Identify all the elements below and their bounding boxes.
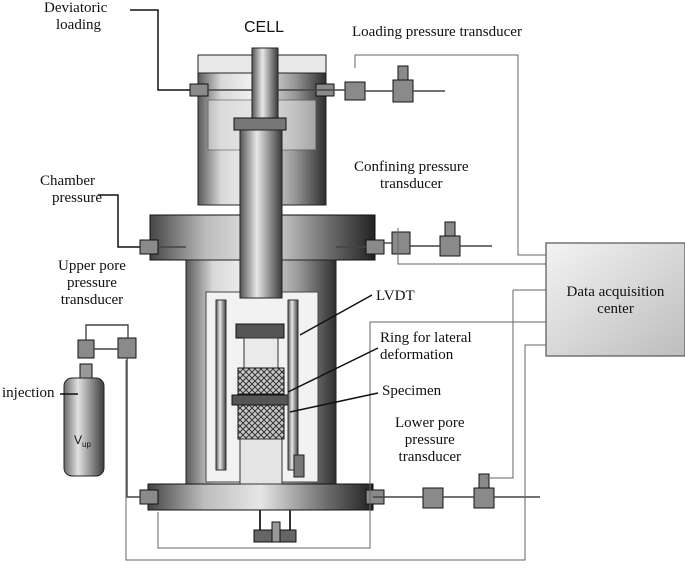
valves	[77, 65, 495, 509]
lvdt-label: LVDT	[376, 288, 415, 304]
injection-bottle	[63, 363, 105, 477]
specimen-label: Specimen	[382, 383, 442, 399]
lower-pore-pressure-transducer-label: Lower pore pressure transducer	[395, 415, 465, 465]
upper-pore-pressure-transducer-label: Upper pore pressure transducer	[58, 258, 126, 308]
confining-pressure-transducer-label: Confining pressure transducer	[354, 159, 469, 192]
piping	[85, 89, 540, 498]
cell-body	[147, 47, 376, 543]
deviatoric-loading-label: Deviatoric loading	[44, 0, 108, 33]
cell-title: CELL	[244, 19, 285, 36]
ring-lateral-deformation-label: Ring for lateral deformation	[380, 330, 472, 363]
injection-label: injection	[2, 385, 55, 401]
signal-wires	[125, 54, 546, 561]
chamber-pressure-label: Chamber pressure	[40, 173, 102, 206]
daq-box	[545, 242, 685, 357]
loading-pressure-transducer-label: Loading pressure transducer	[352, 24, 522, 40]
vup-label: Vup	[74, 433, 91, 449]
data-acquisition-center-label: Data acquisition center	[566, 284, 665, 317]
leader-lines	[60, 9, 379, 413]
